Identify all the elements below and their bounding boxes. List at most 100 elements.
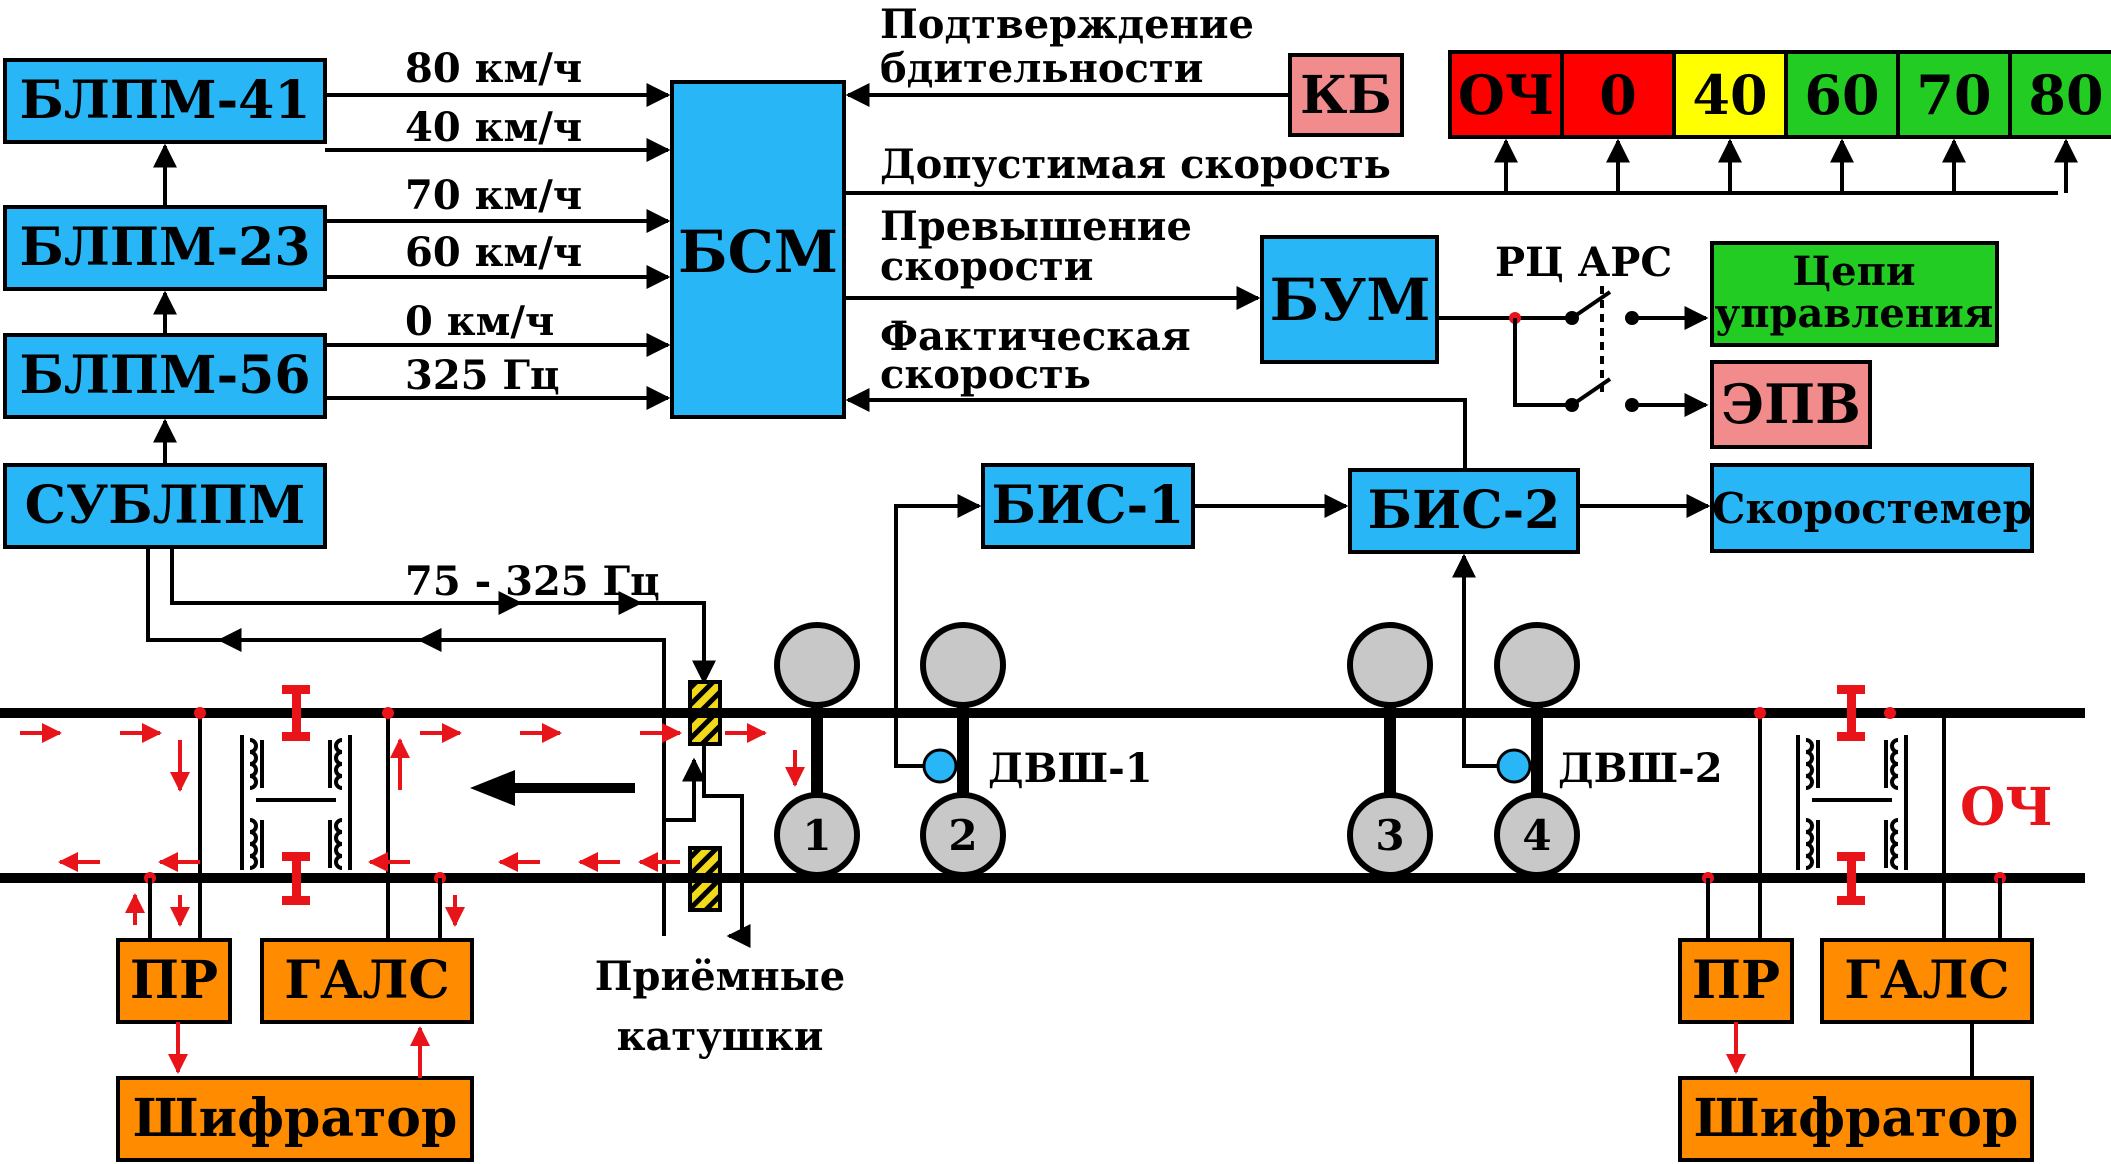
indicator-cell-label-5: 80 xyxy=(2028,63,2103,127)
sublpm-label: СУБЛПМ xyxy=(25,475,306,536)
signal-40-label: 40 км/ч xyxy=(405,104,582,151)
wheelset-2: 2 xyxy=(920,622,1006,878)
kb-block: КБ xyxy=(1288,53,1404,137)
gals-right-label: ГАЛС xyxy=(1844,950,2010,1011)
bum-label: БУМ xyxy=(1270,266,1431,334)
track-current-arrows xyxy=(20,723,805,927)
overspeed-label-1: Превышение xyxy=(880,203,1192,250)
right-transformer xyxy=(1796,735,1908,870)
och-track-label: ОЧ xyxy=(1960,777,2053,838)
epv-label: ЭПВ xyxy=(1721,372,1861,436)
pr-right-block: ПР xyxy=(1678,938,1794,1024)
blpm-41-block: БЛПМ-41 xyxy=(3,58,327,144)
wheelset-3: 3 xyxy=(1347,622,1433,878)
blpm-56-block: БЛПМ-56 xyxy=(3,333,327,419)
right-track-circuit xyxy=(1702,707,2006,940)
epv-block: ЭПВ xyxy=(1710,360,1872,449)
control-circuits-label-2: управления xyxy=(1715,290,1994,337)
signal-0-label: 0 км/ч xyxy=(405,298,554,345)
pr-left-label: ПР xyxy=(130,950,218,1011)
gals-right-block: ГАЛС xyxy=(1820,938,2034,1024)
shifrator-left-label: Шифратор xyxy=(133,1088,458,1149)
coils-label-1: Приёмные xyxy=(595,953,845,1000)
bis-1-block: БИС-1 xyxy=(981,463,1195,549)
bis-2-label: БИС-2 xyxy=(1368,480,1561,541)
actual-speed-label-1: Фактическая xyxy=(880,313,1191,360)
indicator-cell-2 xyxy=(1672,50,1788,139)
gals-left-block: ГАЛС xyxy=(260,938,474,1024)
gals-left-label: ГАЛС xyxy=(284,950,450,1011)
dvsh1-wire xyxy=(894,494,982,768)
wheel-top-1 xyxy=(774,622,860,708)
wheel-number-1: 1 xyxy=(802,811,831,860)
wheel-top-4 xyxy=(1494,622,1580,708)
wheel-number-3: 3 xyxy=(1375,811,1404,860)
shifrator-right-label: Шифратор xyxy=(1694,1088,2019,1149)
dvsh2-label: ДВШ-2 xyxy=(1558,745,1723,792)
indicator-cell-label-1: 0 xyxy=(1599,63,1637,127)
bsm-block: БСМ xyxy=(670,80,846,419)
shifrator-right-block: Шифратор xyxy=(1678,1076,2034,1162)
indicator-cell-label-3: 60 xyxy=(1804,63,1879,127)
blpm-23-block: БЛПМ-23 xyxy=(3,205,327,291)
signal-70-label: 70 км/ч xyxy=(405,172,582,219)
pr-left-block: ПР xyxy=(116,938,232,1024)
dvsh1-label: ДВШ-1 xyxy=(988,745,1153,792)
train-direction-arrow-icon xyxy=(470,770,515,806)
signal-80-label: 80 км/ч xyxy=(405,45,582,92)
indicator-cell-0 xyxy=(1448,50,1564,139)
sublpm-block: СУБЛПМ xyxy=(3,463,327,549)
left-track-circuit xyxy=(144,707,446,940)
bsm-label: БСМ xyxy=(678,218,838,286)
left-transformer xyxy=(240,735,352,870)
control-circuits-block: Цепи управления xyxy=(1710,241,1999,347)
blpm-23-label: БЛПМ-23 xyxy=(19,217,310,278)
control-circuits-label-1: Цепи xyxy=(1792,248,1915,295)
indicator-cell-4 xyxy=(1896,50,2012,139)
rc-ars-label: РЦ АРС xyxy=(1495,239,1672,286)
wheel-number-4: 4 xyxy=(1522,811,1551,860)
coils-label-2: катушки xyxy=(617,1013,824,1060)
vigilance-confirm-label-2: бдительности xyxy=(880,45,1203,92)
allowed-speed-label: Допустимая скорость xyxy=(880,141,1391,188)
indicator-cell-label-0: ОЧ xyxy=(1458,63,1554,127)
bis-1-label: БИС-1 xyxy=(992,475,1185,536)
speed-indicator: ОЧ 0 40 60 70 80 xyxy=(1448,50,2111,139)
bum-block: БУМ xyxy=(1260,235,1439,364)
shifrator-left-block: Шифратор xyxy=(116,1076,474,1162)
pr-right-label: ПР xyxy=(1692,950,1780,1011)
indicator-arrows xyxy=(1494,138,2078,193)
dvsh2-wire xyxy=(1452,553,1498,768)
overspeed-label-2: скорости xyxy=(880,243,1093,290)
signal-60-label: 60 км/ч xyxy=(405,229,582,276)
wheel-top-2 xyxy=(920,622,1006,708)
freq-range-label: 75 - 325 Гц xyxy=(405,558,660,605)
indicator-cell-3 xyxy=(1784,50,1900,139)
indicator-cell-label-4: 70 xyxy=(1916,63,1991,127)
indicator-cell-5 xyxy=(2008,50,2111,139)
insulated-joints xyxy=(282,685,1865,905)
dvsh2-sensor-icon xyxy=(1496,748,1532,784)
wheel-top-3 xyxy=(1347,622,1433,708)
wheel-bottom-2 xyxy=(920,792,1006,878)
indicator-cell-label-2: 40 xyxy=(1692,63,1767,127)
wheelset-4: 4 xyxy=(1494,622,1580,878)
signal-325-label: 325 Гц xyxy=(405,352,560,399)
indicator-cell-1 xyxy=(1560,50,1676,139)
wheelset-1: 1 xyxy=(774,622,860,878)
dvsh1-sensor-icon xyxy=(922,748,958,784)
wheelsets: 1 2 3 4 xyxy=(774,622,1580,878)
bis-2-block: БИС-2 xyxy=(1348,468,1580,554)
speedometer-label: Скоростемер xyxy=(1712,484,2032,533)
actual-speed-line xyxy=(845,388,1467,470)
blpm-56-label: БЛПМ-56 xyxy=(19,345,310,406)
wheel-number-2: 2 xyxy=(948,811,977,860)
wheel-bottom-3 xyxy=(1347,792,1433,878)
blpm-41-label: БЛПМ-41 xyxy=(19,70,310,131)
wheel-bottom-4 xyxy=(1494,792,1580,878)
rc-ars-relay xyxy=(1437,286,1709,417)
speedometer-block: Скоростемер xyxy=(1710,463,2034,553)
kb-label: КБ xyxy=(1300,65,1392,126)
vigilance-confirm-label-1: Подтверждение xyxy=(880,1,1254,48)
